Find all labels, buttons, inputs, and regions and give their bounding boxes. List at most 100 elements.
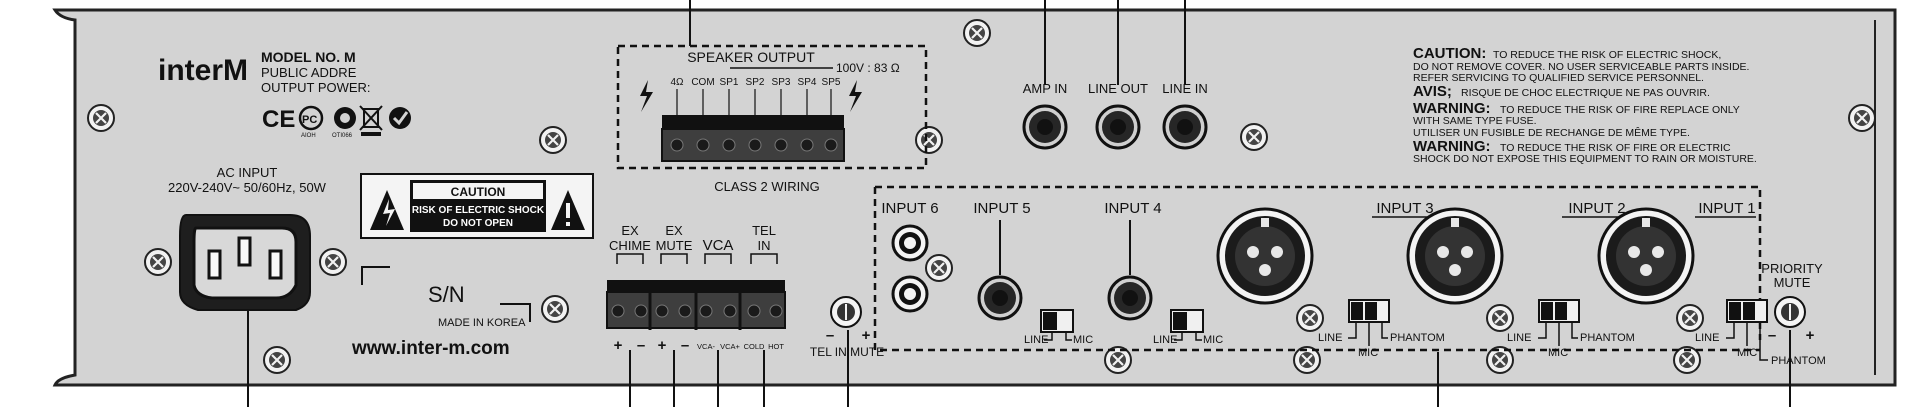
screw-icon — [86, 103, 116, 133]
ex-mute-label-1: EX — [665, 223, 683, 238]
amp-in-jack[interactable] — [1022, 104, 1068, 150]
input2-mic-label: MIC — [1548, 347, 1568, 359]
input6-rca-bottom[interactable] — [891, 275, 929, 313]
speaker-terminal-screw[interactable] — [722, 138, 736, 152]
input5-mic-label: MIC — [1073, 334, 1093, 346]
screw-icon — [538, 125, 568, 155]
speaker-terminal-label: SP4 — [798, 77, 817, 88]
speaker-terminal-screw[interactable] — [824, 138, 838, 152]
certification-marks: CE PC AIOH OTI066 — [262, 105, 411, 139]
caution-title: CAUTION — [451, 185, 506, 199]
speaker-output-title: SPEAKER OUTPUT — [687, 49, 815, 65]
serial-number-label: S/N — [428, 282, 465, 307]
vca-minus-label: VCA- — [697, 342, 715, 351]
ac-input-spec: 220V-240V~ 50/60Hz, 50W — [168, 180, 327, 195]
amp-in-label: AMP IN — [1023, 81, 1068, 96]
lightning-icon — [849, 80, 862, 112]
callout-lines-bottom — [247, 300, 1791, 407]
input3-mic-label: MIC — [1358, 347, 1378, 359]
control-terminal-polarity: + – + – VCA- VCA+ COLD HOT — [614, 337, 785, 354]
weee-bin-icon — [359, 105, 383, 136]
input5-jack[interactable] — [977, 275, 1023, 321]
mute-plus: + — [658, 337, 667, 354]
input2-line-mic-phantom-switch[interactable] — [1538, 299, 1580, 323]
tel-in-label-2: IN — [758, 238, 771, 253]
control-terminal-screw[interactable] — [699, 304, 713, 318]
speaker-terminal-label: SP2 — [746, 77, 765, 88]
priority-mute-plus: + — [1806, 327, 1815, 344]
input4-label: INPUT 4 — [1104, 200, 1161, 217]
caution-text-1: TO REDUCE THE RISK OF ELECTRIC SHOCK, — [1493, 49, 1721, 61]
caution-head: CAUTION: — [1413, 45, 1486, 62]
input2-phantom-label: PHANTOM — [1580, 332, 1635, 344]
ex-chime-label-2: CHIME — [609, 238, 651, 253]
speaker-terminal-screw[interactable] — [800, 138, 814, 152]
control-terminal-screw[interactable] — [678, 304, 692, 318]
ac-input-title: AC INPUT — [217, 165, 278, 180]
screw-icon — [262, 345, 292, 375]
ce-mark-icon: CE — [262, 106, 295, 133]
input4-jack[interactable] — [1107, 275, 1153, 321]
avis-head: AVIS; — [1413, 83, 1452, 100]
chime-plus: + — [614, 337, 623, 354]
ex-chime-label-1: EX — [621, 223, 639, 238]
svg-text:PC: PC — [302, 114, 317, 126]
speaker-terminal-label: 4Ω — [670, 77, 684, 88]
input2-label: INPUT 2 — [1568, 200, 1625, 217]
speaker-terminal-screw[interactable] — [696, 138, 710, 152]
control-terminal-screw[interactable] — [611, 304, 625, 318]
mute-minus: – — [681, 337, 689, 354]
chime-minus: – — [637, 337, 645, 354]
speaker-output-box — [616, 44, 928, 170]
control-terminal-screw[interactable] — [747, 304, 761, 318]
input3-xlr-connector[interactable] — [1216, 207, 1314, 305]
input5-line-mic-switch[interactable] — [1040, 309, 1074, 333]
input1-xlr-connector[interactable] — [1597, 207, 1695, 305]
checkmark-cert-icon — [389, 107, 411, 129]
class2-wiring-label: CLASS 2 WIRING — [714, 179, 819, 194]
control-terminal-screw[interactable] — [634, 304, 648, 318]
input1-mic-label: MIC — [1737, 347, 1757, 359]
priority-mute-minus: – — [1768, 327, 1776, 344]
warning2-text-2: SHOCK DO NOT EXPOSE THIS EQUIPMENT TO RA… — [1413, 153, 1757, 165]
priority-mute-knob[interactable] — [1774, 296, 1806, 328]
pct-mark-icon — [298, 105, 324, 131]
speaker-terminal-screw[interactable] — [748, 138, 762, 152]
line-out-jack[interactable] — [1095, 104, 1141, 150]
line-in-jack[interactable] — [1162, 104, 1208, 150]
brand-logo: interM — [158, 54, 248, 87]
input4-line-label: LINE — [1153, 334, 1177, 346]
input3-line-mic-phantom-switch[interactable] — [1348, 299, 1390, 323]
screw-icon — [318, 247, 348, 277]
control-terminal-screw[interactable] — [723, 304, 737, 318]
cold-label: COLD — [744, 342, 765, 351]
caution-label: CAUTION RISK OF ELECTRIC SHOCK DO NOT OP… — [360, 173, 594, 239]
speaker-terminal-screw[interactable] — [670, 138, 684, 152]
warning1-text-2: WITH SAME TYPE FUSE. — [1413, 115, 1537, 127]
model-number: MODEL NO. M — [261, 49, 356, 65]
input6-rca-top[interactable] — [891, 224, 929, 262]
speaker-terminal-label: COM — [691, 77, 714, 88]
speaker-terminal-label: SP3 — [772, 77, 791, 88]
speaker-terminal-screw[interactable] — [774, 138, 788, 152]
safety-warnings: CAUTION: TO REDUCE THE RISK OF ELECTRIC … — [1413, 45, 1757, 165]
tel-in-mute-label: TEL IN MUTE — [810, 345, 884, 359]
input3-phantom-label: PHANTOM — [1390, 332, 1445, 344]
speaker-terminal-label: SP1 — [720, 77, 739, 88]
inputs-box — [873, 185, 1762, 352]
screw-icon — [1295, 303, 1325, 333]
priority-mute-label-2: MUTE — [1774, 275, 1811, 290]
input4-line-mic-switch[interactable] — [1170, 309, 1204, 333]
input1-line-mic-phantom-switch[interactable] — [1726, 299, 1768, 323]
tel-in-mute-knob[interactable] — [830, 296, 862, 328]
control-terminal-screw[interactable] — [769, 304, 783, 318]
caution-text-3: REFER SERVICING TO QUALIFIED SERVICE PER… — [1413, 72, 1704, 84]
speaker-impedance-label: 100V : 83 Ω — [836, 61, 900, 75]
input2-xlr-connector[interactable] — [1406, 207, 1504, 305]
warning1-head: WARNING: — [1413, 100, 1491, 117]
control-terminal-screw[interactable] — [655, 304, 669, 318]
warning2-head: WARNING: — [1413, 138, 1491, 155]
speaker-terminal-label: SP5 — [822, 77, 841, 88]
priority-mute-label-1: PRIORITY — [1761, 261, 1823, 276]
screw-icon — [962, 18, 992, 48]
